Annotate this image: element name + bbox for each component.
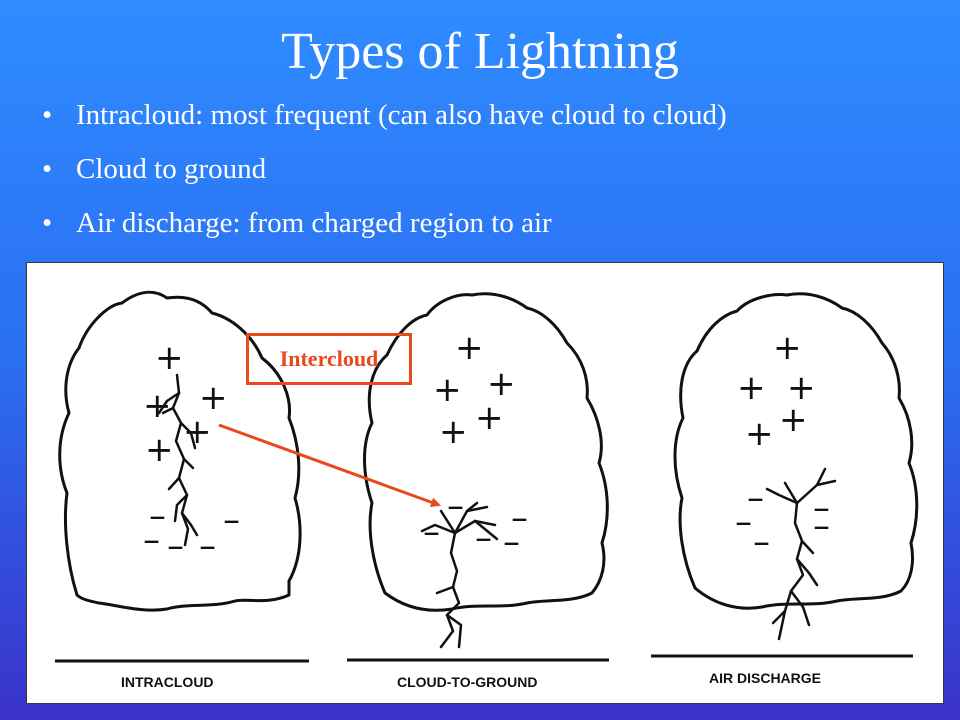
positive-charge: +	[143, 386, 172, 426]
negative-charge: –	[475, 518, 492, 558]
label-cloud-to-ground: CLOUD-TO-GROUND	[397, 674, 538, 690]
negative-charge: –	[447, 486, 464, 526]
negative-charge: –	[143, 520, 160, 560]
positive-charge: +	[487, 364, 516, 404]
positive-charge: +	[773, 328, 802, 368]
positive-charge: +	[433, 370, 462, 410]
lightning-diagram: + + + + + – – – – – + + + + + – – – – – …	[26, 262, 944, 704]
bullet-intracloud: Intracloud: most frequent (can also have…	[42, 96, 727, 150]
positive-charge: +	[779, 400, 808, 440]
negative-charge: –	[149, 496, 166, 536]
negative-charge: –	[167, 526, 184, 566]
bullet-cloud-to-ground: Cloud to ground	[42, 150, 727, 204]
negative-charge: –	[511, 498, 528, 538]
negative-charge: –	[223, 500, 240, 540]
negative-charge: –	[753, 522, 770, 562]
intercloud-callout: Intercloud	[246, 333, 412, 385]
positive-charge: +	[183, 412, 212, 452]
positive-charge: +	[439, 412, 468, 452]
label-air-discharge: AIR DISCHARGE	[709, 670, 822, 686]
negative-charge: –	[423, 512, 440, 552]
positive-charge: +	[455, 328, 484, 368]
positive-charge: +	[787, 368, 816, 408]
lightning-strokes	[157, 373, 837, 649]
positive-charge: +	[737, 368, 766, 408]
cloud-intracloud	[58, 290, 302, 612]
bullet-air-discharge: Air discharge: from charged region to ai…	[42, 204, 727, 258]
cloud-air-discharge	[673, 292, 919, 610]
intercloud-arrow	[218, 423, 441, 507]
negative-charge: –	[735, 502, 752, 542]
negative-charge: –	[813, 506, 830, 546]
positive-charge: +	[199, 378, 228, 418]
positive-charge: +	[745, 414, 774, 454]
slide-title: Types of Lightning	[281, 23, 679, 80]
cloud-cloud-to-ground	[363, 292, 609, 612]
lightning-drawing: + + + + + – – – – – + + + + + – – – – – …	[55, 290, 919, 663]
positive-charge: +	[155, 338, 184, 378]
label-intracloud: INTRACLOUD	[121, 674, 214, 690]
negative-charge: –	[199, 526, 216, 566]
negative-charge: –	[747, 478, 764, 518]
negative-charge: –	[503, 522, 520, 562]
bullet-list: Intracloud: most frequent (can also have…	[42, 96, 727, 258]
positive-charge: +	[475, 398, 504, 438]
negative-charge: –	[813, 488, 830, 528]
charge-symbols: + + + + + – – – – – + + + + + – – – – – …	[143, 328, 830, 566]
positive-charge: +	[145, 430, 174, 470]
